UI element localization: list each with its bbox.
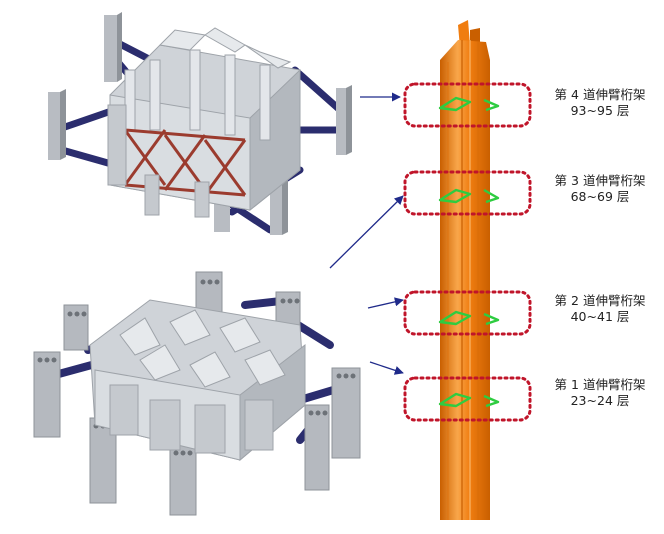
highlight-box-3 xyxy=(403,170,532,216)
outrigger-name-4: 第 4 道伸臂桁架 xyxy=(554,87,646,102)
outrigger-name-1: 第 1 道伸臂桁架 xyxy=(554,377,646,392)
highlight-box-2 xyxy=(403,290,532,336)
outrigger-label-3: 第 3 道伸臂桁架 68~69 层 xyxy=(540,173,660,205)
outrigger-name-3: 第 3 道伸臂桁架 xyxy=(554,173,646,188)
outrigger-highlight-boxes xyxy=(403,82,532,422)
core-tube-elevation xyxy=(440,20,490,520)
outrigger-floors-3: 68~69 层 xyxy=(570,189,630,204)
outrigger-floors-4: 93~95 层 xyxy=(570,103,630,118)
highlight-box-4 xyxy=(403,82,532,128)
outrigger-marker-icon xyxy=(438,96,500,408)
bottom-outrigger-model xyxy=(33,271,361,516)
outrigger-label-4: 第 4 道伸臂桁架 93~95 层 xyxy=(540,87,660,119)
outrigger-label-2: 第 2 道伸臂桁架 40~41 层 xyxy=(540,293,660,325)
outrigger-name-2: 第 2 道伸臂桁架 xyxy=(554,293,646,308)
outrigger-floors-2: 40~41 层 xyxy=(570,309,630,324)
top-outer-columns xyxy=(48,12,352,235)
highlight-box-1 xyxy=(403,376,532,422)
outrigger-floors-1: 23~24 层 xyxy=(570,393,630,408)
outrigger-label-1: 第 1 道伸臂桁架 23~24 层 xyxy=(540,377,660,409)
leader-arrow-icon xyxy=(329,92,404,375)
top-outrigger-model xyxy=(48,12,352,235)
